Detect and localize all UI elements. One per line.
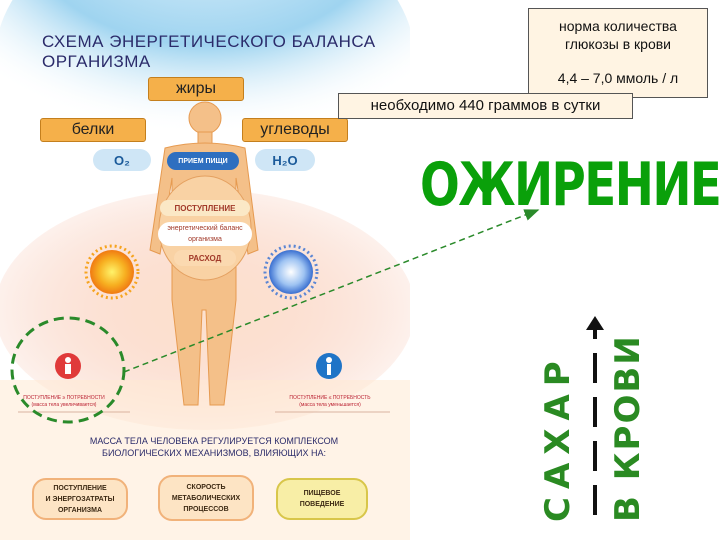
regulation-item-1: ПОСТУПЛЕНИЕ И ЭНЕРГОЗАТРАТЫ ОРГАНИЗМА [32,478,128,520]
poster-title: СХЕМА ЭНЕРГЕТИЧЕСКОГО БАЛАНСА ОРГАНИЗМА [42,32,376,71]
oxygen-badge: O₂ [93,149,151,171]
glucose-norm-box: норма количества глюкозы в крови 4,4 – 7… [528,8,708,98]
left-balance-sub: (масса тела увеличивается) [31,402,97,408]
regulation-item-3: ПИЩЕВОЕ ПОВЕДЕНИЕ [276,478,368,520]
food-intake-badge: ПРИЕМ ПИЩИ [167,152,239,170]
left-balance-caption: ПОСТУПЛЕНИЕ ≥ ПОТРЕБНОСТИ (масса тела ув… [4,395,124,409]
expense-label: РАСХОД [174,250,236,266]
glucose-norm-text: норма количества глюкозы в крови [559,18,677,52]
obesity-heading: ОЖИРЕНИЕ [420,150,720,220]
right-balance-sub: (масса тела уменьшается) [299,402,361,408]
left-balance-title: ПОСТУПЛЕНИЕ ≥ ПОТРЕБНОСТИ [23,395,105,401]
sugar-vertical-text: САХАР [538,353,578,522]
energy-balance-poster: СХЕМА ЭНЕРГЕТИЧЕСКОГО БАЛАНСА ОРГАНИЗМА … [0,0,410,540]
red-person-icon [55,353,81,379]
intake-arc-label: ПОСТУПЛЕНИЕ [160,200,250,216]
regulation-item-2: СКОРОСТЬ МЕТАБОЛИЧЕСКИХ ПРОЦЕССОВ [158,475,254,521]
sugar-up-arrow [586,316,604,515]
daily-need-box: необходимо 440 граммов в сутки [338,93,633,119]
balance-label: энергетический баланс организма [158,222,252,246]
right-balance-title: ПОСТУПЛЕНИЕ ≤ ПОТРЕБНОСТЬ [289,395,371,401]
glucose-range-text: 4,4 – 7,0 ммоль / л [557,70,679,86]
water-badge: H₂O [255,149,315,171]
fats-label: жиры [148,77,244,101]
blue-person-icon [316,353,342,379]
proteins-label: белки [40,118,146,142]
in-blood-vertical-text: В КРОВИ [608,334,648,522]
right-balance-caption: ПОСТУПЛЕНИЕ ≤ ПОТРЕБНОСТЬ (масса тела ум… [270,395,390,409]
regulation-heading: МАССА ТЕЛА ЧЕЛОВЕКА РЕГУЛИРУЕТСЯ КОМПЛЕК… [89,436,339,458]
carbs-label: углеводы [242,118,348,142]
